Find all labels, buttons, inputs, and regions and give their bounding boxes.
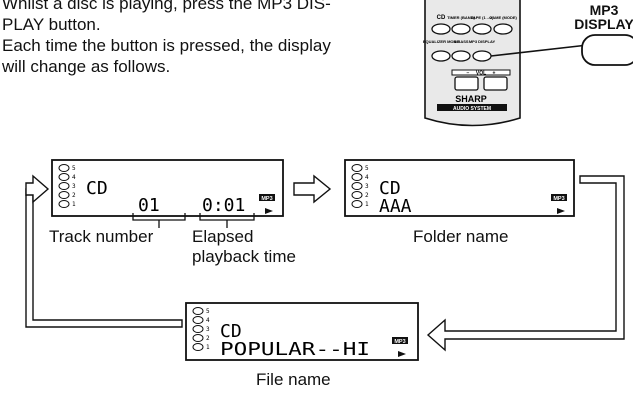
disc-number: 1 — [72, 201, 76, 208]
remote-label-timer: TIMER (BAND) — [447, 15, 475, 20]
instruction-line: PLAY button. — [2, 15, 101, 34]
mp3-display-callout-label: MP3 DISPLAY — [572, 3, 633, 31]
disc-number: 1 — [206, 344, 210, 351]
disc-number: 2 — [72, 192, 76, 199]
arrow-right-icon — [25, 174, 50, 204]
lcd-mp3-badge: MP3 — [261, 196, 272, 202]
disc-number: 4 — [206, 317, 210, 324]
disc-number: 5 — [365, 165, 369, 172]
disc-number: 5 — [72, 165, 76, 172]
disc-number: 3 — [365, 183, 369, 190]
remote-vol-plus: + — [493, 71, 496, 77]
remote-label-cd: CD — [437, 15, 446, 21]
play-indicator-icon — [265, 208, 273, 214]
instruction-line: Each time the button is pressed, the dis… — [2, 36, 331, 55]
arrow-right-icon — [293, 174, 332, 204]
disc-indicator-icons: 5 4 3 2 1 — [351, 164, 369, 208]
lcd-folder-name: AAA — [379, 196, 412, 217]
elapsed-line2: playback time — [192, 247, 296, 266]
remote-brand: SHARP — [455, 94, 487, 104]
instruction-line: Whilst a disc is playing, press the MP3 … — [2, 0, 331, 13]
mp3-callout-line2: DISPLAY — [574, 16, 633, 32]
loop-connector-right — [426, 175, 625, 352]
lcd-elapsed-time: 0:01 — [202, 195, 245, 216]
lcd-mode: CD — [86, 178, 108, 199]
disc-number: 4 — [365, 174, 369, 181]
lcd-file-name: POPULAR--HI — [220, 339, 370, 360]
remote-label-equalizer: EQUALIZER MODE — [423, 39, 460, 44]
lcd-track-number: 01 — [138, 195, 160, 216]
remote-buttons-row1: CD TIMER (BAND) TAPE (1↔2) GAME (MODE) — [431, 15, 518, 35]
lcd-mode: CD — [379, 178, 401, 199]
disc-number: 2 — [365, 192, 369, 199]
track-number-label: Track number — [49, 227, 154, 246]
lcd-mp3-badge: MP3 — [394, 339, 405, 345]
disc-indicator-icons: 5 4 3 2 1 — [58, 164, 76, 208]
remote-vol-label: VOL — [476, 71, 486, 77]
disc-indicator-icons: 5 4 3 2 1 — [192, 307, 210, 351]
elapsed-line1: Elapsed — [192, 227, 254, 246]
remote-system: AUDIO SYSTEM — [453, 106, 491, 112]
mp3-callout-line1: MP3 — [589, 2, 619, 18]
remote-label-xbass: X-BASS — [453, 39, 468, 44]
disc-number: 3 — [206, 326, 210, 333]
lcd-track-display: 5 4 3 2 1 CD 01 0:01 MP3 — [51, 159, 284, 228]
instruction-line: will change as follows. — [2, 57, 171, 76]
remote-volume: − VOL + — [451, 69, 511, 91]
play-indicator-icon — [398, 351, 406, 357]
lcd-mp3-badge: MP3 — [553, 196, 564, 202]
remote-label-mp3-display: MP3 DISPLAY — [469, 39, 496, 44]
lcd-folder-display: 5 4 3 2 1 CD AAA MP3 — [344, 159, 575, 217]
disc-number: 1 — [365, 201, 369, 208]
remote-label-game: GAME (MODE) — [489, 15, 517, 20]
folder-name-label: Folder name — [413, 227, 509, 246]
disc-number: 3 — [72, 183, 76, 190]
elapsed-time-label: Elapsed playback time — [192, 227, 296, 267]
remote-buttons-row2: EQUALIZER MODE X-BASS MP3 DISPLAY — [423, 39, 496, 62]
disc-number: 2 — [206, 335, 210, 342]
disc-number: 5 — [206, 308, 210, 315]
lcd-mode: CD — [220, 321, 242, 342]
remote-label-tape: TAPE (1↔2) — [471, 15, 494, 20]
lcd-file-display: 5 4 3 2 1 CD POPULAR--HI MP3 — [185, 302, 419, 361]
play-indicator-icon — [557, 208, 565, 214]
file-name-label: File name — [256, 370, 331, 389]
remote-vol-minus: − — [467, 71, 470, 77]
disc-number: 4 — [72, 174, 76, 181]
instruction-text: Whilst a disc is playing, press the MP3 … — [2, 0, 412, 77]
mp3-display-callout-button — [581, 34, 633, 66]
